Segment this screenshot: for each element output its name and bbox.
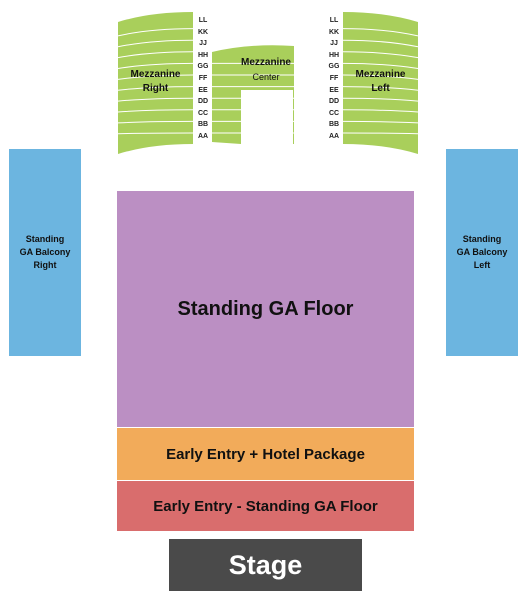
balcony-right-line1: Standing [25, 234, 65, 244]
standing-ga-floor-section[interactable]: Standing GA Floor [117, 191, 414, 427]
mezzanine-row-line [117, 28, 194, 37]
row-label-left: JJ [199, 40, 207, 48]
balcony-left-section[interactable]: Standing GA Balcony Left [446, 149, 518, 356]
mezzanine-row-line [117, 74, 194, 80]
balcony-right-section[interactable]: Standing GA Balcony Right [9, 149, 81, 356]
row-label-left: GG [197, 63, 209, 71]
mezzanine-row-line [342, 39, 419, 48]
mezzanine-row-line [117, 132, 194, 135]
mezzanine-row-line [117, 62, 194, 69]
early-entry-hotel-label: Early Entry + Hotel Package [166, 445, 365, 463]
mezzanine-row-line [342, 74, 419, 80]
mezzanine-row-line [342, 109, 419, 113]
row-label-left: KK [197, 28, 209, 36]
mezzanine-row-line [342, 28, 419, 37]
mezzanine-row-line [117, 97, 194, 102]
mezzanine-row-line [342, 51, 419, 59]
balcony-left-line1: Standing [462, 234, 502, 244]
early-entry-ga-section[interactable]: Early Entry - Standing GA Floor [117, 481, 414, 531]
row-label-right: DD [328, 98, 340, 106]
mezzanine-center-section[interactable] [212, 45, 294, 144]
row-label-right: EE [329, 86, 339, 94]
mezzanine-row-line [117, 86, 194, 91]
mezzanine-right-section[interactable] [118, 12, 193, 154]
mezzanine-left-label: Mezzanine Left [355, 69, 406, 94]
stage: Stage [169, 539, 362, 591]
row-label-right: FF [329, 75, 339, 82]
balcony-left-line3: Left [473, 260, 491, 270]
row-label-right: LL [329, 17, 339, 24]
row-label-left: CC [197, 109, 209, 117]
mezzanine-row-line [117, 109, 194, 113]
balcony-right-line3: Right [33, 260, 57, 270]
row-label-right: GG [328, 63, 340, 71]
balcony-left-line2: GA Balcony [456, 247, 508, 257]
mezzanine-center-label: Mezzanine Center [240, 57, 291, 82]
row-label-right: KK [328, 28, 340, 36]
mezzanine-row-line [342, 97, 419, 102]
row-label-left: DD [197, 98, 209, 106]
early-entry-hotel-section[interactable]: Early Entry + Hotel Package [117, 428, 414, 480]
mezzanine-row-line [117, 120, 194, 124]
mezzanine-row-line [342, 120, 419, 124]
mezzanine-right-label: Mezzanine Right [130, 69, 181, 94]
row-label-left: AA [197, 133, 209, 140]
stage-label: Stage [228, 549, 303, 580]
row-label-right: CC [328, 109, 340, 117]
mezzanine-row-line [117, 51, 194, 59]
row-label-left: LL [198, 17, 208, 24]
row-label-right: AA [328, 133, 340, 140]
mezzanine-row-line [342, 132, 419, 135]
standing-ga-floor-label: Standing GA Floor [177, 297, 354, 320]
row-label-left: BB [197, 121, 209, 129]
balcony-right-line2: GA Balcony [19, 247, 71, 257]
mezzanine-row-line [342, 86, 419, 91]
mezzanine-sections [117, 12, 419, 154]
row-label-left: HH [197, 51, 209, 59]
row-label-right: JJ [330, 40, 338, 48]
mezzanine-left-section[interactable] [343, 12, 418, 154]
row-label-right: BB [328, 121, 340, 129]
early-entry-ga-label: Early Entry - Standing GA Floor [153, 497, 378, 515]
mezzanine-row-line [117, 39, 194, 48]
mezzanine-row-line [342, 62, 419, 69]
row-label-left: FF [198, 75, 208, 82]
row-label-right: HH [328, 51, 340, 59]
row-label-left: EE [198, 86, 208, 94]
